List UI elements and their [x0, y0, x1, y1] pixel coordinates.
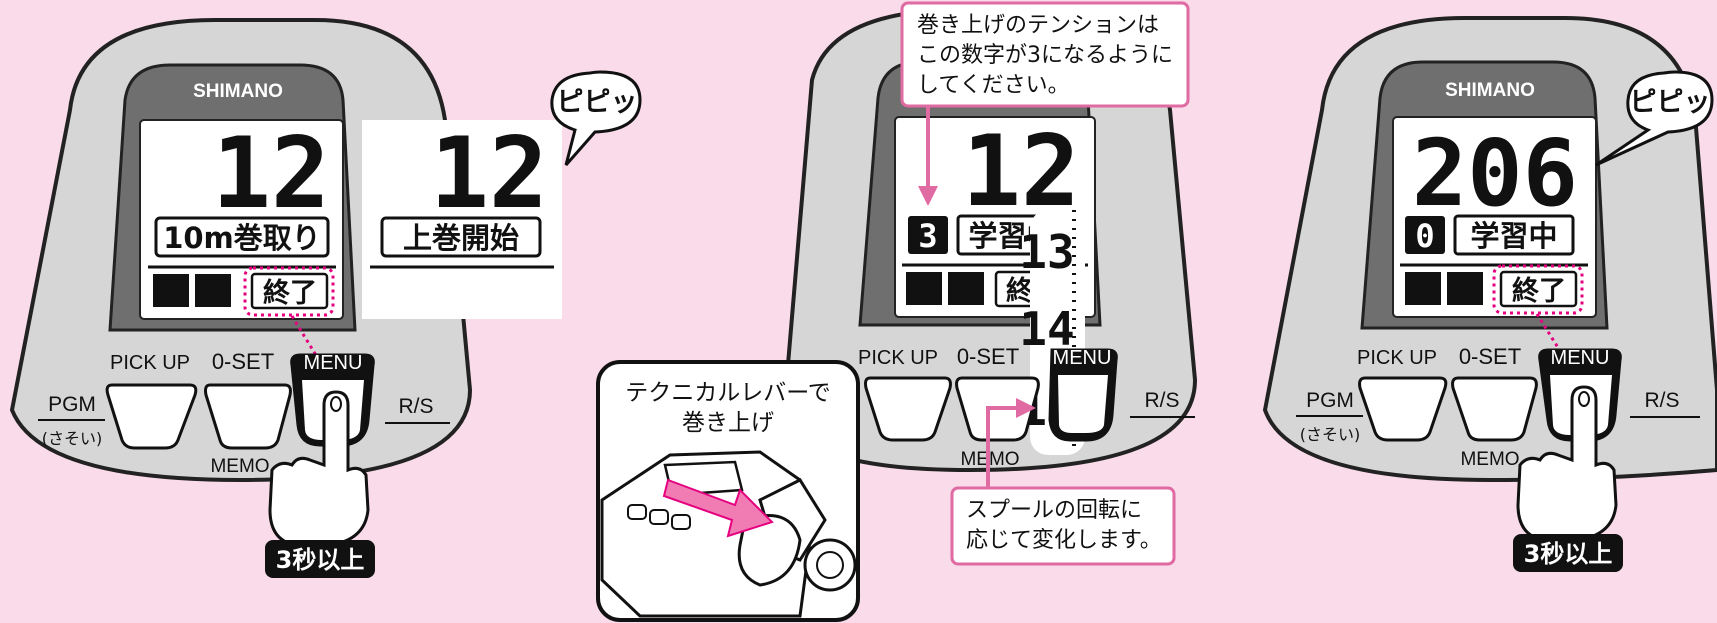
- status-box: [1453, 214, 1575, 256]
- rotation-callout-line: スプールの回転に: [966, 498, 1142, 523]
- rotation-callout-line: 応じて変化します。: [966, 528, 1162, 553]
- zero-set-label: 0-SET: [212, 349, 274, 374]
- reel-button-sketch: [671, 514, 691, 530]
- zero-set-button[interactable]: [1451, 376, 1538, 442]
- zero-set-label: 0-SET: [1459, 344, 1521, 369]
- hold-badge-text: 3秒以上: [1524, 540, 1613, 568]
- lcd-block-2: [195, 274, 231, 307]
- thumb-sketch: [737, 514, 802, 587]
- end-box: [1499, 270, 1578, 308]
- panel-2: 12 3 学習中 終了 13 14 15 PICK UP 0-SET MENU …: [596, 1, 1198, 622]
- lcd-block-1: [906, 272, 942, 305]
- counter-value: 13: [1019, 225, 1074, 279]
- pgm-sub-label: (さそい): [1300, 425, 1361, 444]
- tension-box: [908, 216, 948, 254]
- lever-inset-title: テクニカルレバーで: [625, 380, 831, 406]
- lever-push-arrow: [662, 478, 774, 538]
- end-text: 終了: [263, 277, 317, 309]
- end-text: 終了: [1512, 275, 1566, 307]
- tension-value: 3: [918, 217, 937, 255]
- menu-button-face: [1058, 375, 1108, 433]
- pickup-label: PICK UP: [1357, 347, 1437, 369]
- reel-button-sketch: [627, 504, 647, 520]
- lcd-block-2: [948, 272, 984, 305]
- counter-value: 14: [1019, 302, 1074, 356]
- finger-icon: [1516, 385, 1618, 542]
- hold-badge: [265, 540, 375, 578]
- popup-status-text: 上巻開始: [403, 221, 519, 255]
- pickup-label: PICK UP: [110, 352, 190, 374]
- memo-label: MEMO: [210, 456, 269, 477]
- rs-label: R/S: [1644, 389, 1679, 412]
- tension-box: [1405, 216, 1445, 254]
- brand-logo: SHIMANO: [193, 81, 283, 102]
- memo-label: MEMO: [1460, 449, 1519, 470]
- reel-button-sketch: [649, 509, 669, 525]
- lcd-block-1: [1405, 272, 1441, 305]
- tension-callout: [900, 1, 1190, 108]
- lcd-number: 206: [1412, 120, 1578, 227]
- popup-number: 12: [430, 117, 548, 231]
- lever-inset-title: 巻き上げ: [682, 410, 774, 436]
- mode-box: [154, 216, 330, 258]
- mode-text: 10m巻取り: [163, 221, 321, 255]
- lcd-number: 12: [212, 117, 330, 231]
- brand-logo: SHIMANO: [1445, 80, 1535, 101]
- menu-label: MENU: [1053, 347, 1112, 369]
- tension-value: 0: [1415, 217, 1434, 255]
- menu-label: MENU: [304, 352, 363, 374]
- pgm-label: PGM: [48, 393, 96, 416]
- tension-callout-line: 巻き上げのテンションは: [917, 13, 1159, 38]
- tension-arrow-head: [918, 186, 938, 206]
- finger-icon: [268, 390, 370, 547]
- pgm-label: PGM: [1306, 389, 1354, 412]
- popup-status-box: [380, 216, 542, 258]
- panel-1-popup: 12 上巻開始 ピピッ: [362, 70, 642, 319]
- panel-1: SHIMANO 12 10m巻取り 終了 PICK UP 0-SET MENU …: [9, 18, 473, 578]
- beep-bubble: [550, 70, 642, 166]
- rs-label: R/S: [398, 395, 433, 418]
- lcd-block-1: [153, 274, 189, 307]
- rotation-arrow: [986, 406, 1018, 488]
- fingernail: [1578, 391, 1590, 407]
- pickup-button[interactable]: [105, 383, 198, 450]
- lcd-block-2: [1447, 272, 1483, 305]
- rotation-callout: [950, 486, 1176, 566]
- pickup-button[interactable]: [1358, 376, 1448, 442]
- end-highlight: [243, 266, 335, 317]
- rotation-arrow-head: [1016, 398, 1036, 418]
- zero-set-label: 0-SET: [957, 344, 1019, 369]
- zero-set-button[interactable]: [204, 383, 292, 450]
- rs-label: R/S: [1144, 389, 1179, 412]
- tension-callout-line: この数字が3になるように: [917, 43, 1173, 68]
- panel-3: SHIMANO 206 0 学習中 終了 ピピッ PICK UP 0-SET M…: [1262, 16, 1717, 572]
- pink-pointer: [1535, 313, 1579, 379]
- end-highlight: [1492, 264, 1584, 315]
- pgm-sub-label: (さそい): [42, 429, 103, 448]
- end-box: [250, 272, 329, 310]
- fingernail: [330, 396, 342, 412]
- beep-text: ピピッ: [557, 87, 638, 118]
- hold-badge: [1513, 534, 1623, 572]
- beep-text: ピピッ: [1630, 87, 1711, 118]
- status-text: 学習中: [1470, 219, 1557, 253]
- pickup-button[interactable]: [864, 376, 952, 442]
- tension-callout-line: してください。: [917, 73, 1070, 98]
- pickup-label: PICK UP: [858, 347, 938, 369]
- hold-badge-text: 3秒以上: [276, 546, 365, 574]
- spool-knob-inner: [816, 551, 844, 579]
- beep-bubble: [1595, 70, 1714, 167]
- menu-label: MENU: [1551, 347, 1610, 369]
